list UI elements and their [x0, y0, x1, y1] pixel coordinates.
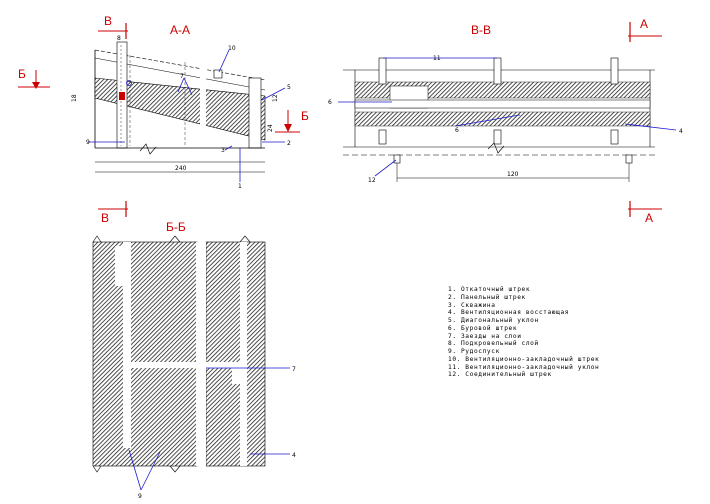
section-bb-title: Б-Б: [166, 220, 186, 234]
section-bb: Б-Б В А: [92, 201, 662, 500]
callout-aa-10: 10: [228, 45, 236, 52]
callout-aa-8: 8: [117, 35, 121, 42]
cut-mark-b-letter: Б: [18, 67, 26, 81]
callout-vv-11: 11: [433, 55, 441, 62]
callout-bb-7: 7: [292, 366, 296, 373]
cut-mark-b-letter: Б: [301, 109, 309, 123]
cut-mark-b-right: Б: [275, 109, 309, 133]
callout-vv-6: 6: [328, 99, 332, 106]
dim-aa-width: 240: [175, 165, 187, 172]
callout-bb-9: 9: [138, 493, 142, 500]
legend-item: 5. Диагональный уклон: [448, 317, 539, 324]
callout-aa-7: 7: [180, 73, 184, 80]
legend-item: 7. Заезды на слои: [448, 332, 522, 340]
legend-item: 10. Вентиляционно-закладочный штрек: [448, 355, 600, 363]
legend-item: 3. Скважина: [448, 301, 496, 309]
section-aa-title: А-А: [170, 23, 190, 37]
callout-vv-4: 4: [679, 128, 683, 135]
section-vv: В-В А 120: [328, 17, 683, 184]
dim-aa-h2: 12: [272, 94, 279, 102]
callout-aa-2: 2: [287, 140, 291, 147]
cut-mark-a-letter: А: [640, 17, 648, 31]
callout-vv-6b: 6: [455, 127, 459, 134]
cut-mark-v-letter: В: [104, 14, 112, 28]
callout-aa-5: 5: [287, 84, 291, 91]
cut-mark-a-letter: А: [645, 211, 653, 225]
legend-item: 9. Рудоспуск: [448, 348, 500, 355]
callout-aa-3: 3: [221, 147, 225, 154]
cut-mark-v-letter: В: [101, 211, 109, 225]
cut-mark-a-top: А: [628, 17, 662, 42]
cut-mark-v-top: В: [98, 14, 128, 39]
callout-aa-9: 9: [86, 139, 90, 146]
section-vv-title: В-В: [471, 23, 491, 37]
legend-item: 6. Буровой штрек: [448, 324, 518, 332]
legend-item: 2. Панельный штрек: [448, 293, 526, 301]
callout-bb-4: 4: [292, 452, 296, 459]
cut-mark-b-left: Б: [18, 67, 50, 89]
legend: 1. Откаточный штрек 2. Панельный штрек 3…: [448, 286, 599, 379]
dim-aa-h3: 24: [267, 124, 274, 132]
legend-item: 8. Подкровельный слой: [448, 340, 539, 348]
cut-mark-v-bottom: В: [98, 201, 128, 225]
dim-aa-h1: 18: [71, 94, 78, 102]
legend-item: 12. Соединительный штрек: [448, 371, 552, 379]
callout-vv-12: 12: [368, 177, 376, 184]
legend-item: 11. Вентиляционно-закладочный уклон: [448, 363, 600, 371]
section-aa: А-А В Б Б: [18, 14, 309, 190]
cut-mark-a-bottom: А: [628, 201, 662, 225]
legend-item: 1. Откаточный штрек: [448, 286, 531, 293]
dim-vv-width: 120: [507, 171, 519, 178]
legend-item: 4. Вентиляционная восстающая: [448, 309, 570, 317]
callout-aa-1: 1: [238, 183, 242, 190]
